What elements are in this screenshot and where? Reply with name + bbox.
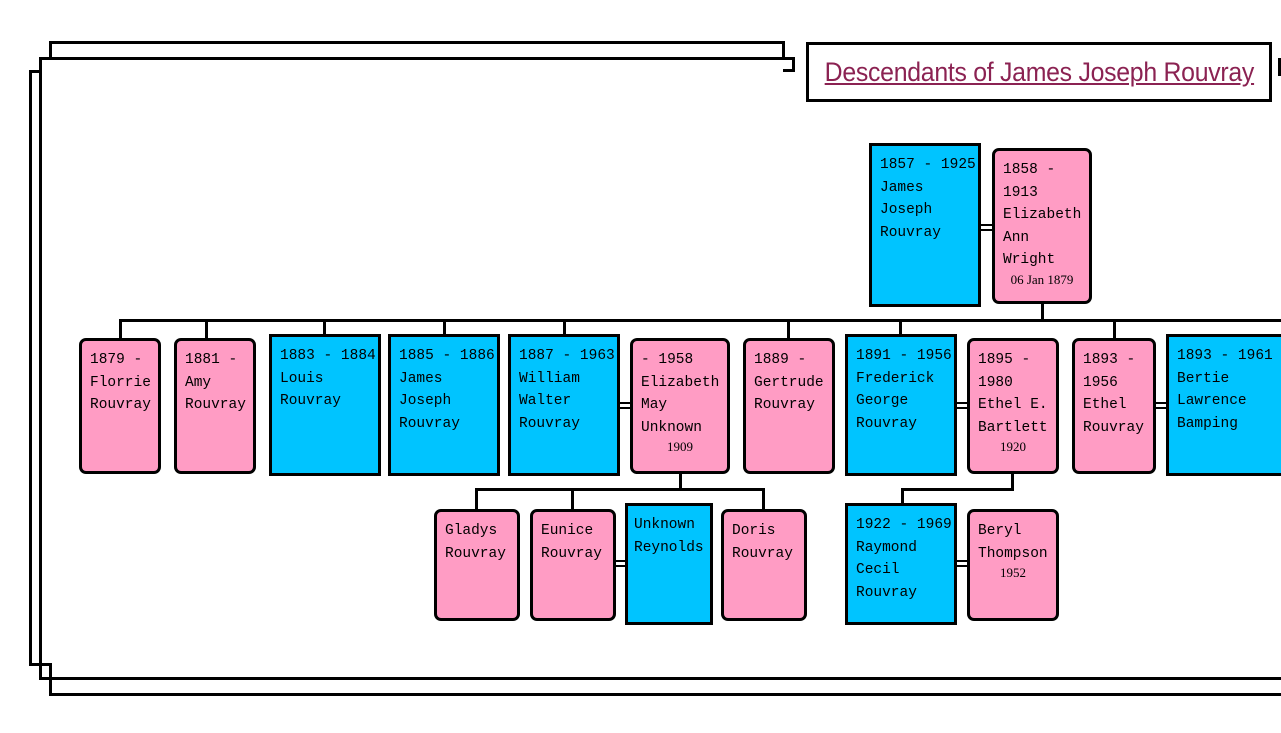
person-label: - 1958 Elizabeth May Unknown: [641, 352, 720, 436]
marriage-link: [955, 560, 967, 567]
person-box[interactable]: 1885 - 1886 James Joseph Rouvray: [388, 334, 500, 476]
marriage-link: [615, 560, 626, 567]
person-box[interactable]: Doris Rouvray: [721, 509, 807, 621]
connector-line: [571, 488, 574, 509]
person-label: 1895 - 1980 Ethel E. Bartlett: [978, 352, 1048, 436]
person-box[interactable]: Gladys Rouvray: [434, 509, 520, 621]
connector-line: [475, 488, 765, 491]
frame-border: [39, 677, 1281, 680]
connector-line: [1041, 304, 1044, 322]
person-box[interactable]: Eunice Rouvray: [530, 509, 616, 621]
frame-border: [29, 663, 49, 666]
frame-border: [29, 70, 32, 666]
connector-line: [787, 319, 790, 338]
connector-line: [119, 319, 122, 338]
person-label: 1883 - 1884 Louis Rouvray: [280, 348, 376, 409]
connector-line: [563, 319, 566, 338]
marriage-date: 1952: [1000, 565, 1026, 580]
person-box[interactable]: 1891 - 1956 Frederick George Rouvray: [845, 334, 957, 476]
connector-line: [443, 319, 446, 338]
person-box[interactable]: 1858 - 1913 Elizabeth Ann Wright 06 Jan 1…: [992, 148, 1092, 304]
person-box[interactable]: - 1958 Elizabeth May Unknown 1909: [630, 338, 730, 474]
marriage-link: [619, 402, 630, 409]
frame-border: [783, 57, 795, 60]
title-box: Descendants of James Joseph Rouvray: [806, 42, 1272, 102]
person-label: 1857 - 1925 James Joseph Rouvray: [880, 157, 976, 241]
person-box[interactable]: 1879 - Florrie Rouvray: [79, 338, 161, 474]
frame-border: [29, 70, 42, 73]
marriage-date: 1909: [667, 439, 693, 454]
frame-border: [39, 57, 785, 60]
connector-line: [1113, 319, 1116, 338]
marriage-link: [1155, 402, 1166, 409]
frame-border: [39, 57, 42, 680]
connector-line: [901, 488, 1014, 491]
person-label: 1891 - 1956 Frederick George Rouvray: [856, 348, 952, 432]
person-box[interactable]: Beryl Thompson 1952: [967, 509, 1059, 621]
person-box[interactable]: 1881 - Amy Rouvray: [174, 338, 256, 474]
frame-border: [49, 41, 52, 60]
marriage-link: [981, 224, 992, 231]
frame-border: [49, 693, 1281, 696]
person-label: 1879 - Florrie Rouvray: [90, 352, 151, 413]
person-box[interactable]: 1887 - 1963 William Walter Rouvray: [508, 334, 620, 476]
connector-line: [901, 488, 904, 509]
person-label: 1881 - Amy Rouvray: [185, 352, 246, 413]
person-label: 1893 - 1961 Bertie Lawrence Bamping: [1177, 348, 1273, 432]
person-box[interactable]: 1893 - 1956 Ethel Rouvray: [1072, 338, 1156, 474]
frame-border: [49, 41, 785, 44]
person-label: 1858 - 1913 Elizabeth Ann Wright: [1003, 162, 1082, 268]
frame-border: [1278, 58, 1281, 76]
connector-line: [1011, 474, 1014, 491]
marriage-link: [955, 402, 967, 409]
person-box[interactable]: Unknown Reynolds: [625, 503, 713, 625]
person-label: Gladys Rouvray: [445, 523, 506, 562]
marriage-date: 06 Jan 1879: [1010, 271, 1074, 287]
person-box[interactable]: 1922 - 1969 Raymond Cecil Rouvray: [845, 503, 957, 625]
person-label: Beryl Thompson: [978, 523, 1048, 562]
person-box[interactable]: 1883 - 1884 Louis Rouvray: [269, 334, 381, 476]
connector-line: [205, 319, 208, 338]
connector-line: [323, 319, 326, 338]
person-label: 1887 - 1963 William Walter Rouvray: [519, 348, 615, 432]
person-label: Unknown Reynolds: [634, 517, 704, 556]
person-box[interactable]: 1889 - Gertrude Rouvray: [743, 338, 835, 474]
frame-border: [49, 663, 52, 696]
person-box[interactable]: 1857 - 1925 James Joseph Rouvray: [869, 143, 981, 307]
connector-line: [679, 474, 682, 491]
frame-border: [782, 41, 785, 60]
connector-line: [119, 319, 1281, 322]
connector-line: [475, 488, 478, 509]
person-label: Doris Rouvray: [732, 523, 793, 562]
person-label: Eunice Rouvray: [541, 523, 602, 562]
connector-line: [899, 319, 902, 338]
person-label: 1885 - 1886 James Joseph Rouvray: [399, 348, 495, 432]
frame-border: [783, 69, 795, 72]
person-label: 1889 - Gertrude Rouvray: [754, 352, 824, 413]
person-box[interactable]: 1893 - 1961 Bertie Lawrence Bamping: [1166, 334, 1281, 476]
person-label: 1922 - 1969 Raymond Cecil Rouvray: [856, 517, 952, 601]
person-label: 1893 - 1956 Ethel Rouvray: [1083, 352, 1144, 436]
frame-border: [792, 57, 795, 72]
connector-line: [762, 488, 765, 509]
chart-title[interactable]: Descendants of James Joseph Rouvray: [824, 56, 1254, 87]
person-box[interactable]: 1895 - 1980 Ethel E. Bartlett 1920: [967, 338, 1059, 474]
marriage-date: 1920: [1000, 439, 1026, 454]
